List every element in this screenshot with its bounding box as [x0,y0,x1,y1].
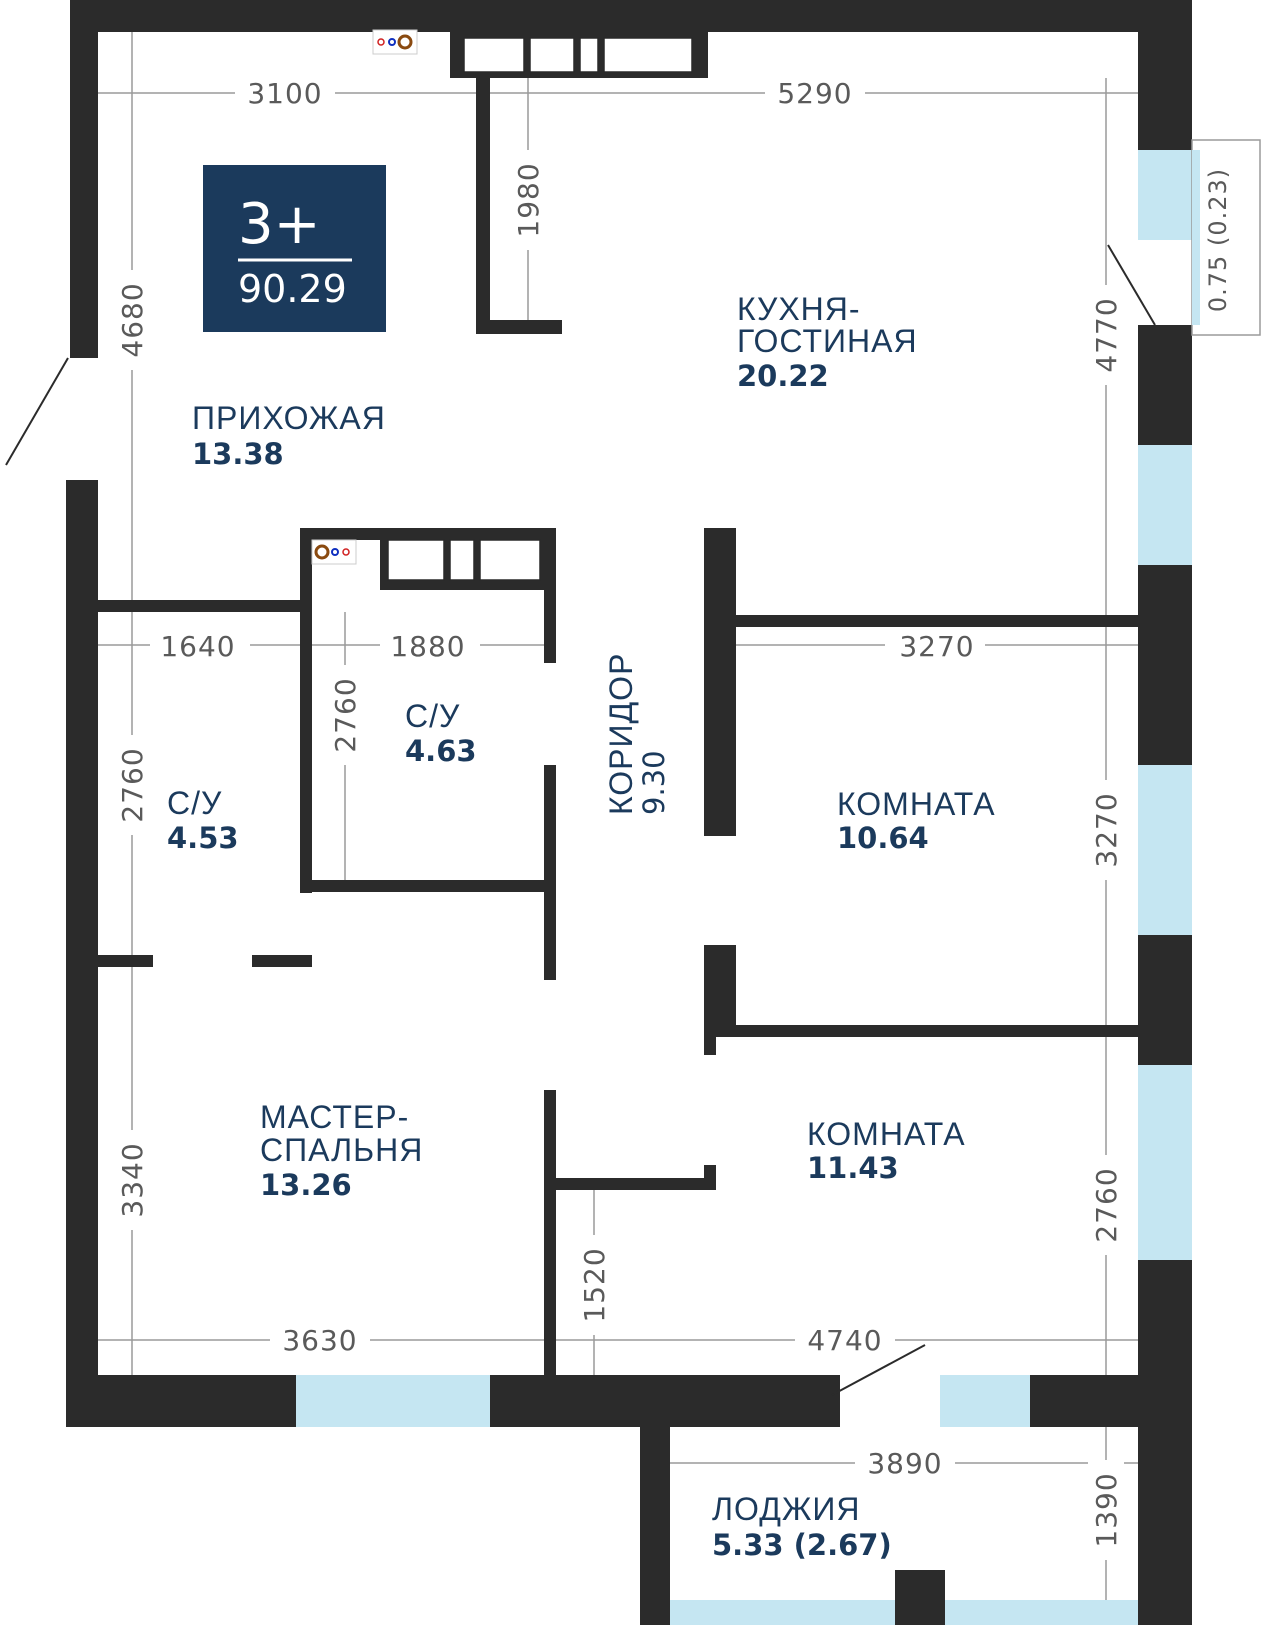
dim-room2-height: 2760 [1090,1167,1123,1242]
room-labels: ПРИХОЖАЯ 13.38 КУХНЯ- ГОСТИНАЯ 20.22 С/У… [167,291,996,1562]
hallway-name: ПРИХОЖАЯ [192,400,386,436]
dim-top-left-width: 3100 [247,77,322,110]
ventilation-shafts [387,37,693,581]
dim-left-upper-height: 4680 [116,282,149,357]
dimension-labels: 3100 5290 4680 1980 4770 0.75 (0.23) 164… [114,75,1232,1560]
room2-area: 11.43 [807,1151,899,1185]
badge-total-area: 90.29 [238,267,347,311]
bath-big-area: 4.63 [405,734,477,768]
room1-area: 10.64 [837,821,929,855]
dim-bath-small-height: 2760 [116,747,149,822]
dim-room2-niche-height: 1520 [578,1247,611,1322]
dim-room1-width: 3270 [899,630,974,663]
dim-loggia-height: 1390 [1090,1472,1123,1547]
dim-top-right-width: 5290 [777,77,852,110]
corridor-name: КОРИДОР [603,653,639,815]
kitchen-area: 20.22 [737,359,829,393]
kitchen-name-line2: ГОСТИНАЯ [737,323,918,359]
balcony-door [1107,244,1156,326]
master-name-line2: СПАЛЬНЯ [260,1132,423,1168]
room1-name: КОМНАТА [837,786,996,822]
hallway-area: 13.38 [192,437,284,471]
entrance-door [5,357,69,466]
dim-room1-height: 3270 [1090,792,1123,867]
dim-master-height: 3340 [116,1142,149,1217]
dim-loggia-width: 3890 [867,1447,942,1480]
pipe-riser-icon [372,29,418,55]
master-name-line1: МАСТЕР- [260,1099,409,1135]
bath-small-name: С/У [167,785,222,821]
dim-bath-small-width: 1640 [160,630,235,663]
dim-bath-big-width: 1880 [390,630,465,663]
dim-bath-big-height: 2760 [329,677,362,752]
corridor-area: 9.30 [637,750,671,815]
badge-rooms: 3+ [238,192,321,257]
dim-balcony-note: 0.75 (0.23) [1204,168,1232,312]
dim-kitchen-niche-height: 1980 [512,162,545,237]
walls [66,0,1192,1625]
bath-small-area: 4.53 [167,821,239,855]
master-area: 13.26 [260,1168,352,1202]
french-balcony [1191,139,1261,336]
dim-master-width: 3630 [282,1324,357,1357]
loggia-area: 5.33 (2.67) [712,1528,892,1562]
apartment-badge: 3+ 90.29 [203,165,386,332]
dim-room2-width: 4740 [807,1324,882,1357]
bath-big-name: С/У [405,698,460,734]
pipe-riser-icon [311,539,357,565]
dim-kitchen-right-height: 4770 [1090,297,1123,372]
kitchen-name-line1: КУХНЯ- [737,291,861,327]
windows [296,150,1192,1625]
loggia-name: ЛОДЖИЯ [712,1491,861,1527]
room2-name: КОМНАТА [807,1116,966,1152]
loggia-door [831,1344,926,1396]
